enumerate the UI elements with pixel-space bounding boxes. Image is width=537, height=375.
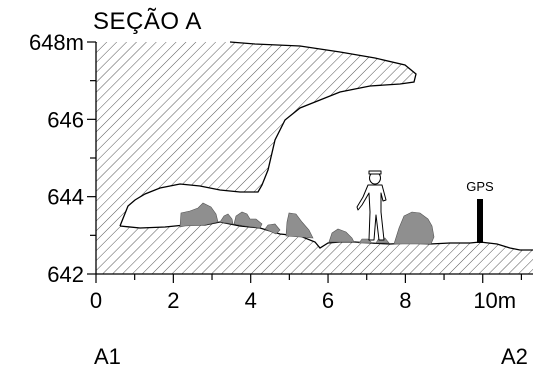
- diagram-title: SEÇÃO A: [93, 8, 202, 35]
- boulder: [264, 223, 281, 235]
- y-axis-ticks: 648m 646 644 642: [29, 30, 96, 287]
- boulder: [328, 228, 355, 243]
- rock-mass: [96, 42, 533, 274]
- boulders: [179, 202, 435, 245]
- y-tick-label: 648m: [29, 30, 84, 55]
- y-tick-label: 642: [47, 262, 84, 287]
- x-tick-label: 10m: [473, 288, 516, 313]
- y-tick-label: 644: [47, 185, 84, 210]
- x-tick-label: 6: [322, 288, 334, 313]
- x-tick-label: 2: [167, 288, 179, 313]
- cave-ceiling-outline: [119, 41, 417, 227]
- x-tick-label: 4: [245, 288, 257, 313]
- gps-marker: [477, 199, 483, 243]
- boulder: [393, 211, 435, 245]
- y-tick-label: 646: [47, 107, 84, 132]
- boulder: [233, 211, 263, 229]
- boulder: [285, 212, 314, 239]
- endpoint-end-label: A2: [501, 344, 528, 369]
- x-tick-label: 8: [399, 288, 411, 313]
- gps-label: GPS: [466, 179, 494, 194]
- boulder: [219, 213, 234, 225]
- x-tick-label: 0: [90, 288, 102, 313]
- x-axis-ticks: 0 2 4 6 8 10m: [90, 274, 522, 313]
- boulder: [179, 202, 219, 228]
- endpoint-start-label: A1: [94, 344, 121, 369]
- person-figure-icon: [356, 170, 387, 241]
